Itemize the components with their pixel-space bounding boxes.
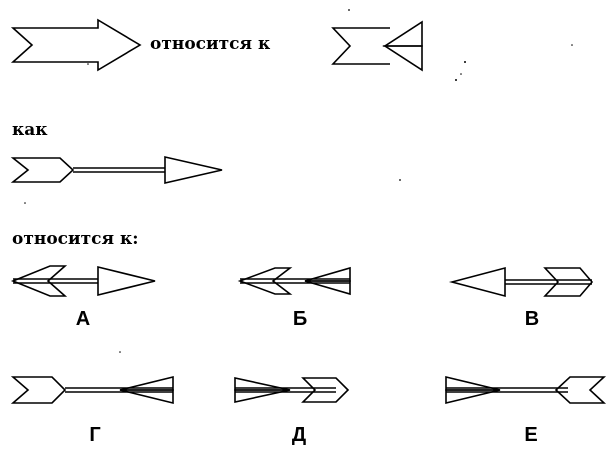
as-label: как [12, 120, 48, 140]
option-b-label[interactable]: Б [292, 308, 308, 330]
option-a-arrow[interactable] [10, 265, 156, 297]
option-g-label[interactable]: Г [89, 424, 101, 446]
print-specks [24, 9, 573, 353]
option-e-label[interactable]: Е [524, 424, 538, 446]
relates-to-label-top: относится к [150, 34, 271, 54]
premise-arrow-a [10, 18, 142, 72]
option-d-arrow[interactable] [234, 377, 350, 403]
option-d-label[interactable]: Д [291, 424, 307, 446]
option-v-label[interactable]: В [524, 308, 540, 330]
option-b-arrow[interactable] [237, 266, 351, 296]
option-g-arrow[interactable] [10, 375, 174, 405]
option-v-arrow[interactable] [448, 266, 594, 298]
middle-arrow [10, 155, 223, 185]
option-a-label[interactable]: А [75, 308, 91, 330]
premise-arrow-b [331, 20, 423, 72]
relates-to-label-bottom: относится к: [12, 229, 139, 249]
option-e-arrow[interactable] [445, 375, 607, 405]
